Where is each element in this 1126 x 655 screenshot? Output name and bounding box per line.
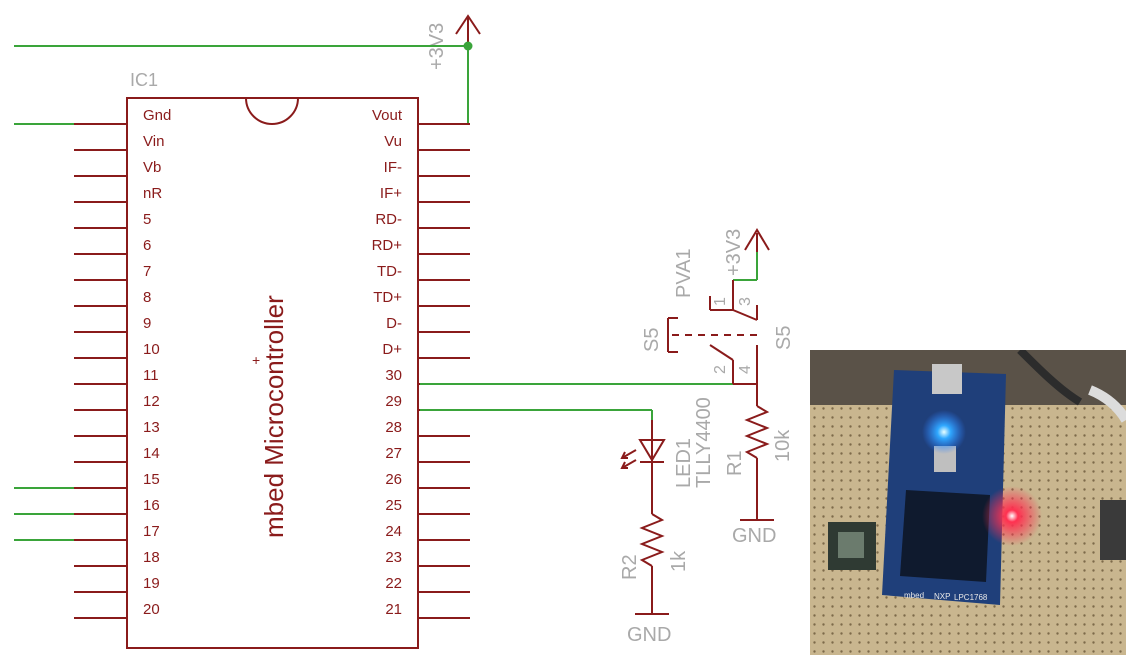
ic-pin-label-right: D+	[382, 341, 402, 358]
led1-part: TLLY4400	[693, 397, 715, 488]
ic-pin-label-left: 14	[143, 445, 160, 462]
side-part	[1100, 500, 1126, 560]
switch-ref-right: S5	[773, 326, 795, 350]
board-inner	[900, 490, 990, 582]
board-photo: mbed NXP LPC1768	[810, 350, 1126, 655]
ic-pin-label-left: nR	[143, 185, 162, 202]
r2-gnd-label: GND	[627, 624, 671, 646]
r1-value: 10k	[772, 429, 794, 462]
r1-name: R1	[724, 450, 746, 476]
board-label-nxp: NXP	[934, 592, 950, 601]
ic-pin-label-right: 25	[385, 497, 402, 514]
blue-led-glow	[922, 410, 966, 454]
signal-wires	[420, 383, 757, 420]
led1-name: LED1	[673, 438, 695, 488]
ic-pin-label-left: 18	[143, 549, 160, 566]
ic-pin-label-left: 13	[143, 419, 160, 436]
switch-ref-left: S5	[641, 328, 663, 352]
ic-pin-label-right: D-	[386, 315, 402, 332]
junction-dot	[463, 41, 473, 51]
ic-pin-label-left: Vin	[143, 133, 164, 150]
ic-pin-label-left: 7	[143, 263, 151, 280]
cable	[1017, 350, 1083, 406]
supply-top	[455, 14, 481, 46]
ic-pin-label-left: 5	[143, 211, 151, 228]
ic-pin-label-left: Vb	[143, 159, 161, 176]
ic-pin-label-right: TD+	[373, 289, 402, 306]
ic-pin-label-left: 10	[143, 341, 160, 358]
ic-pin-label-right: Vu	[384, 133, 402, 150]
board-label-mbed: mbed	[904, 591, 924, 600]
switch-pva1	[667, 228, 770, 385]
ic-pin-label-left: Gnd	[143, 107, 171, 124]
ic-pin-label-right: 29	[385, 393, 402, 410]
ic-pin-label-left: 6	[143, 237, 151, 254]
ic-pin-label-right: 30	[385, 367, 402, 384]
resistor-r1-symbol	[740, 384, 774, 521]
ic-pin-label-right: 23	[385, 549, 402, 566]
ic-pin-label-right: TD-	[377, 263, 402, 280]
chip-module-top	[838, 532, 864, 558]
usb-connector	[932, 364, 962, 394]
ic-pin-label-right: RD+	[372, 237, 403, 254]
ic-pin-label-left: 19	[143, 575, 160, 592]
ic-pin-label-right: 22	[385, 575, 402, 592]
ic-pin-label-left: 15	[143, 471, 160, 488]
ic-pin-label-right: 24	[385, 523, 402, 540]
r1-gnd-label: GND	[732, 525, 776, 547]
ic-pin-label-right: 27	[385, 445, 402, 462]
ic-pin-label-left: 11	[143, 367, 159, 384]
left-bus-wires	[14, 487, 74, 541]
ic-pin-label-left: 20	[143, 601, 160, 618]
ic-pin-label-left: 12	[143, 393, 160, 410]
ic-pin-label-left: 9	[143, 315, 151, 332]
ic-pin-label-right: IF+	[380, 185, 402, 202]
led1-symbol	[620, 420, 666, 514]
ic-pin-label-left: 8	[143, 289, 151, 306]
ic-body	[126, 97, 419, 649]
switch-pin-1: 1	[712, 297, 729, 306]
switch-pin-3: 3	[737, 297, 754, 306]
ic-pin-label-right: 26	[385, 471, 402, 488]
r2-name: R2	[619, 554, 641, 580]
ic-notch	[245, 97, 299, 125]
ic-pin-label-right: 21	[385, 601, 402, 618]
ic-title: mbed Microcontroller	[259, 295, 289, 538]
board-label-lpc: LPC1768	[954, 593, 988, 602]
resistor-r2-symbol	[635, 513, 669, 615]
ic-pin-label-right: 28	[385, 419, 402, 436]
ic-pin-label-left: 16	[143, 497, 160, 514]
ic-origin-mark: +	[252, 352, 260, 368]
switch-supply-label: +3V3	[723, 229, 745, 276]
red-led-glow	[982, 486, 1042, 546]
ic-pin-label-left: 17	[143, 523, 160, 540]
switch-name: PVA1	[673, 248, 695, 298]
r2-value: 1k	[668, 550, 690, 572]
ic-pin-label-right: RD-	[375, 211, 402, 228]
white-wire	[1088, 385, 1126, 423]
ic-name: IC1	[130, 70, 158, 90]
switch-pin-4: 4	[737, 365, 754, 374]
ic-pin-label-right: Vout	[372, 107, 403, 124]
switch-pin-2: 2	[712, 365, 729, 374]
ic-pin-label-right: IF-	[384, 159, 402, 176]
